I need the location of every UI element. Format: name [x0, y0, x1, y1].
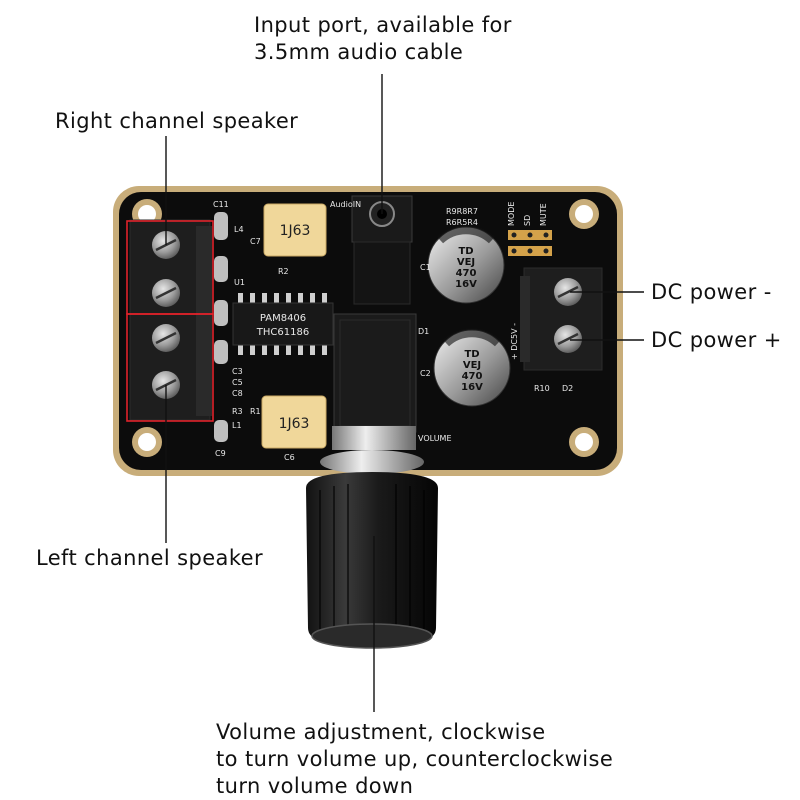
- callout-right-channel: Right channel speaker: [55, 109, 299, 133]
- label-d2: D2: [562, 384, 573, 393]
- label-r9r8r7: R9R8R7: [446, 207, 478, 216]
- label-r10: R10: [534, 384, 550, 393]
- label-volume: VOLUME: [418, 434, 452, 443]
- label-c3: C3: [232, 367, 243, 376]
- label-sd: SD: [523, 215, 532, 226]
- label-l4: L4: [234, 225, 244, 234]
- leader-lines: [165, 74, 644, 712]
- callout-volume-line3: turn volume down: [216, 774, 414, 798]
- label-r6r5r4: R6R5R4: [446, 218, 478, 227]
- label-audio-in: AudioIN: [330, 200, 361, 209]
- audio-input-jack: [351, 195, 413, 305]
- callout-input-port: Input port, available for 3.5mm audio ca…: [254, 12, 512, 66]
- label-c11: C11: [213, 200, 229, 209]
- elco-top-text-2: VEJ: [457, 257, 475, 268]
- cap-bottom-label: 1J63: [279, 416, 310, 432]
- knob-shaft-nut: [332, 426, 416, 450]
- label-mode: MODE: [507, 202, 516, 226]
- label-c2: C2: [420, 369, 431, 378]
- label-c8: C8: [232, 389, 243, 398]
- elco-top-text-4: 16V: [455, 279, 477, 290]
- callout-dc-power-minus: DC power -: [651, 280, 772, 304]
- left-channel-highlight: [126, 313, 214, 422]
- volume-knob: [306, 426, 438, 649]
- label-mute: MUTE: [539, 203, 548, 226]
- film-capacitor-top: 1J63: [263, 203, 327, 257]
- elco-bottom-text-4: 16V: [461, 382, 483, 393]
- label-u1: U1: [234, 278, 245, 287]
- potentiometer-body: [333, 313, 417, 433]
- ic-label-line2: THC61186: [256, 327, 309, 338]
- callout-dc-power-plus: DC power +: [651, 328, 782, 352]
- label-c5: C5: [232, 378, 243, 387]
- label-l1: L1: [232, 421, 242, 430]
- ic-label-line1: PAM8406: [260, 313, 306, 324]
- silkscreen-labels: C11 L4 C7 R2 U1 C3 C5 C8 R3 R1 L1 C9 C6 …: [213, 200, 573, 462]
- label-r3: R3: [232, 407, 243, 416]
- elco-bottom-text-1: TD: [464, 349, 479, 360]
- callout-volume-adjustment: Volume adjustment, clockwise to turn vol…: [216, 719, 613, 800]
- label-dc5v: + DC5V -: [510, 323, 519, 360]
- electrolytic-capacitor-bottom: [433, 328, 511, 407]
- label-c6: C6: [284, 453, 295, 462]
- callout-volume-line2: to turn volume up, counterclockwise: [216, 747, 614, 771]
- film-capacitor-bottom: 1J63: [261, 395, 327, 449]
- small-components-left: [214, 212, 228, 442]
- callout-volume-line1: Volume adjustment, clockwise: [216, 720, 546, 744]
- elco-top-text-3: 470: [456, 268, 477, 279]
- callout-input-port-line2: 3.5mm audio cable: [254, 40, 464, 64]
- label-c9: C9: [215, 449, 226, 458]
- elco-bottom-text-3: 470: [462, 371, 483, 382]
- knob-washer: [320, 450, 424, 474]
- label-r2: R2: [278, 267, 289, 276]
- knob-cap: [306, 472, 438, 648]
- electrolytic-capacitor-top: [427, 225, 505, 304]
- label-c7: C7: [250, 237, 261, 246]
- callout-input-port-line1: Input port, available for: [254, 13, 512, 37]
- amplifier-ic: PAM8406 THC61186: [232, 293, 334, 355]
- mode-jumper-pads: [508, 230, 552, 256]
- label-r1: R1: [250, 407, 261, 416]
- callout-left-channel: Left channel speaker: [36, 546, 263, 570]
- label-d1: D1: [418, 327, 429, 336]
- elco-top-text-1: TD: [458, 246, 473, 257]
- speaker-terminal-block: [126, 219, 214, 422]
- label-c1: C1: [420, 263, 431, 272]
- cap-top-label: 1J63: [280, 223, 311, 239]
- elco-bottom-text-2: VEJ: [463, 360, 481, 371]
- dc-power-terminal: [520, 267, 603, 371]
